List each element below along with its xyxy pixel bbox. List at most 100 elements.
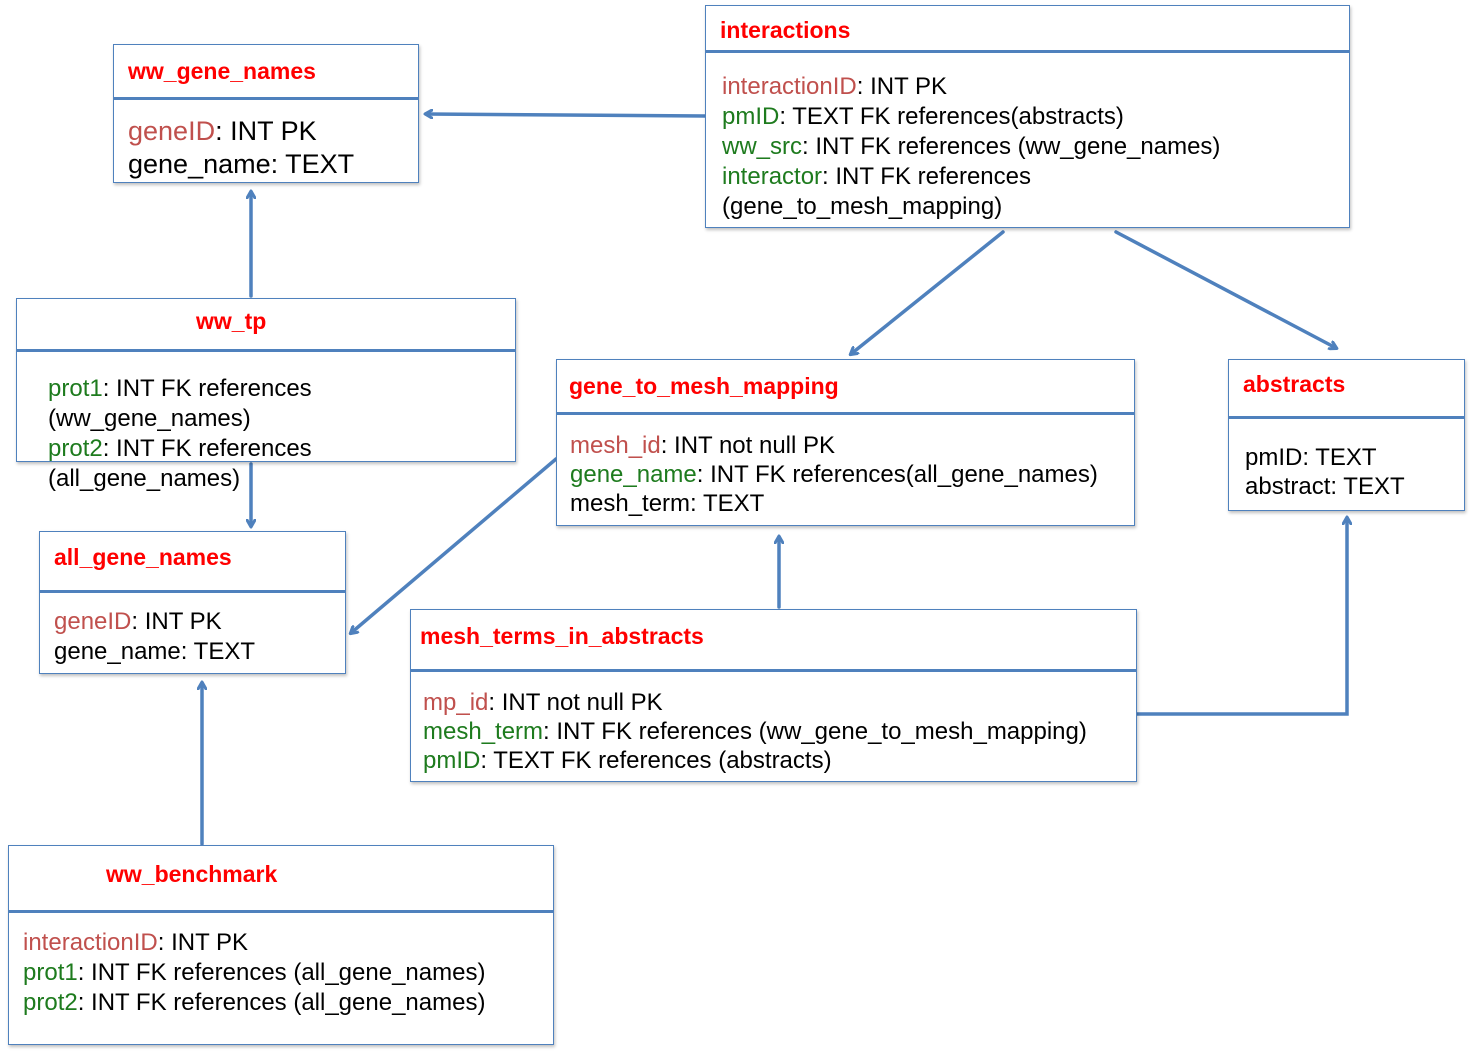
field-type: : INT PK: [157, 929, 248, 956]
field-row: mesh_id: INT not null PK: [570, 431, 1098, 460]
field-type: : INT FK references(all_gene_names): [696, 461, 1098, 488]
field-row: ww_src: INT FK references (ww_gene_names…: [722, 132, 1220, 162]
field-name: prot1: [48, 375, 103, 402]
field-name: pmID: [722, 103, 780, 130]
arrow-interactions-to-ww-gene-names: [426, 114, 707, 116]
field-name: prot2: [23, 989, 78, 1016]
field-type: : INT FK references (ww_gene_names): [802, 133, 1221, 160]
field-row: mesh_term: TEXT: [570, 489, 1098, 518]
field-type: : INT not null PK: [660, 432, 836, 459]
field-row: geneID: INT PK: [54, 607, 255, 637]
field-type: : TEXT FK references(abstracts): [779, 103, 1124, 130]
arrow-interactions-to-abstracts: [1114, 230, 1336, 348]
arrow-mesh-terms-to-abstracts: [1135, 518, 1347, 716]
entity-title: mesh_terms_in_abstracts: [420, 623, 704, 649]
field-name: interactionID: [23, 929, 158, 956]
field-name: interactor: [722, 163, 823, 190]
entity-divider: [114, 97, 418, 100]
field-name: mesh_term: [423, 718, 544, 745]
field-type: : TEXT: [690, 490, 765, 517]
entity-fields: pmID: TEXT abstract: TEXT: [1245, 443, 1405, 501]
entity-title: all_gene_names: [54, 544, 232, 570]
entity-mesh-terms-in-abstracts: mesh_terms_in_abstracts mp_id: INT not n…: [410, 609, 1137, 782]
field-row: (all_gene_names): [48, 464, 312, 494]
field-name: interactionID: [722, 73, 857, 100]
field-name: geneID: [128, 116, 216, 146]
field-row: prot2: INT FK references (all_gene_names…: [23, 988, 485, 1018]
field-name: gene_name: [54, 638, 181, 665]
entity-fields: interactionID: INT PK prot1: INT FK refe…: [23, 928, 485, 1018]
field-name: pmID: [1245, 444, 1303, 471]
entity-divider: [9, 910, 553, 913]
field-type: : INT PK: [215, 116, 317, 146]
field-type: (ww_gene_names): [48, 405, 251, 432]
entity-fields: prot1: INT FK references (ww_gene_names)…: [48, 374, 312, 494]
field-type: : TEXT FK references (abstracts): [480, 747, 832, 774]
entity-divider: [40, 590, 345, 593]
field-type: : INT FK references (all_gene_names): [77, 989, 486, 1016]
entity-fields: geneID: INT PK gene_name: TEXT: [128, 115, 354, 181]
field-name: gene_name: [570, 461, 697, 488]
field-row: mesh_term: INT FK references (ww_gene_to…: [423, 717, 1087, 746]
entity-divider: [557, 412, 1134, 415]
field-type: : TEXT: [270, 149, 355, 179]
field-name: mesh_term: [570, 490, 691, 517]
entity-ww-gene-names: ww_gene_names geneID: INT PK gene_name: …: [113, 44, 419, 183]
entity-divider: [706, 50, 1349, 53]
arrow-gene-to-mesh-mapping-to-all-gene-names: [351, 457, 558, 633]
entity-title: ww_tp: [196, 308, 267, 334]
entity-all-gene-names: all_gene_names geneID: INT PK gene_name:…: [39, 531, 346, 674]
entity-interactions: interactions interactionID: INT PK pmID:…: [705, 5, 1350, 228]
entity-divider: [411, 669, 1136, 672]
field-type: : INT PK: [856, 73, 947, 100]
field-name: gene_name: [128, 149, 271, 179]
field-row: gene_name: INT FK references(all_gene_na…: [570, 460, 1098, 489]
field-name: mp_id: [423, 689, 489, 716]
field-row: (gene_to_mesh_mapping): [722, 192, 1220, 222]
entity-fields: geneID: INT PK gene_name: TEXT: [54, 607, 255, 667]
field-row: interactor: INT FK references: [722, 162, 1220, 192]
field-row: abstract: TEXT: [1245, 472, 1405, 501]
field-type: (gene_to_mesh_mapping): [722, 193, 1003, 220]
entity-fields: interactionID: INT PK pmID: TEXT FK refe…: [722, 72, 1220, 222]
entity-abstracts: abstracts pmID: TEXT abstract: TEXT: [1228, 359, 1465, 511]
arrow-interactions-to-gene-to-mesh-mapping: [851, 230, 1005, 354]
field-row: prot1: INT FK references: [48, 374, 312, 404]
field-row: pmID: TEXT FK references(abstracts): [722, 102, 1220, 132]
field-type: : TEXT: [180, 638, 256, 665]
entity-fields: mesh_id: INT not null PK gene_name: INT …: [570, 431, 1098, 518]
field-type: : INT FK references (all_gene_names): [77, 959, 486, 986]
field-name: ww_src: [722, 133, 803, 160]
entity-divider: [17, 349, 515, 352]
field-type: : INT PK: [131, 608, 222, 635]
entity-title: interactions: [720, 17, 851, 43]
field-row: prot2: INT FK references: [48, 434, 312, 464]
entity-title: ww_benchmark: [106, 861, 278, 887]
field-row: (ww_gene_names): [48, 404, 312, 434]
field-type: : TEXT: [1302, 444, 1377, 471]
entity-ww-tp: ww_tp prot1: INT FK references (ww_gene_…: [16, 298, 516, 492]
field-name: geneID: [54, 608, 132, 635]
entity-title: gene_to_mesh_mapping: [569, 373, 839, 399]
field-type: : INT FK references: [102, 435, 312, 462]
field-row: gene_name: TEXT: [54, 637, 255, 667]
field-name: prot2: [48, 435, 103, 462]
field-type: : INT FK references: [102, 375, 312, 402]
field-name: abstract: [1245, 473, 1331, 500]
entity-gene-to-mesh-mapping: gene_to_mesh_mapping mesh_id: INT not nu…: [556, 359, 1135, 526]
field-type: : INT FK references (ww_gene_to_mesh_map…: [543, 718, 1087, 745]
field-type: : INT not null PK: [488, 689, 663, 716]
field-name: pmID: [423, 747, 481, 774]
field-type: (all_gene_names): [48, 465, 241, 492]
field-type: : TEXT: [1330, 473, 1405, 500]
entity-ww-benchmark: ww_benchmark interactionID: INT PK prot1…: [8, 845, 554, 1045]
field-row: gene_name: TEXT: [128, 148, 354, 181]
field-row: prot1: INT FK references (all_gene_names…: [23, 958, 485, 988]
field-row: interactionID: INT PK: [722, 72, 1220, 102]
field-type: : INT FK references: [822, 163, 1032, 190]
field-name: prot1: [23, 959, 78, 986]
field-row: mp_id: INT not null PK: [423, 688, 1087, 717]
field-row: pmID: TEXT FK references (abstracts): [423, 746, 1087, 775]
entity-title: ww_gene_names: [128, 58, 316, 84]
